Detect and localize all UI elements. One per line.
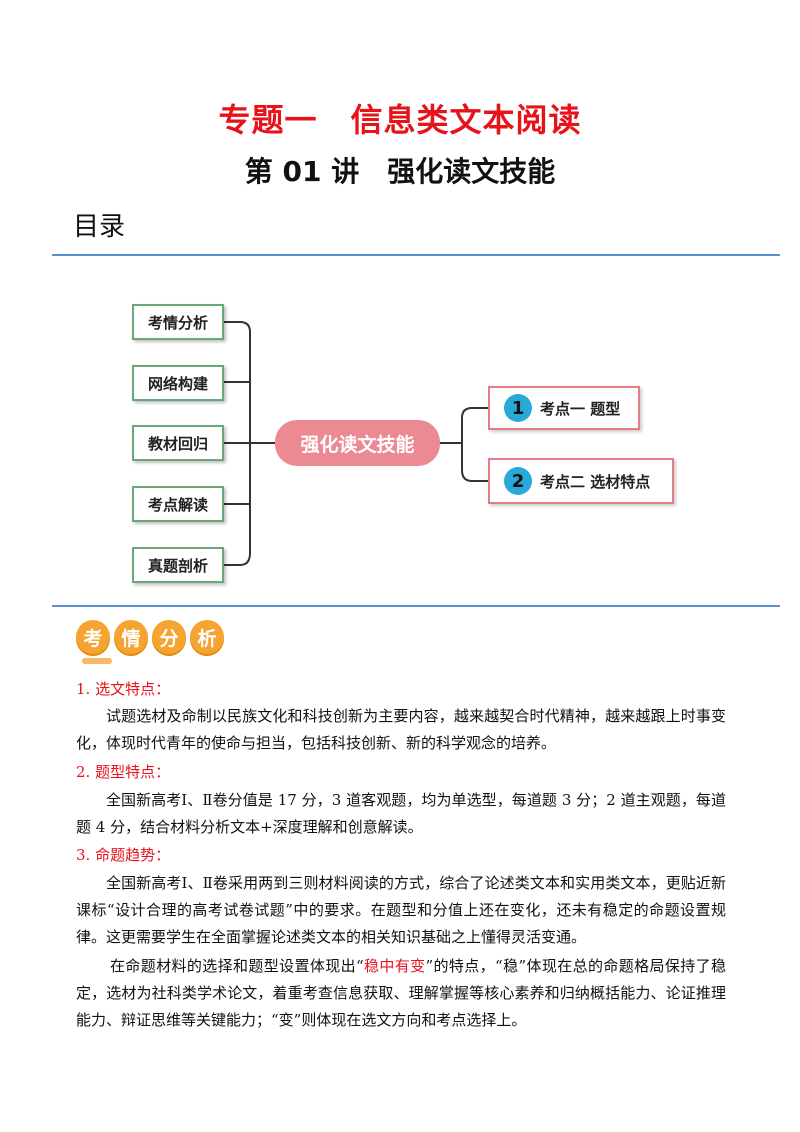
number-one-icon: 1 [504,394,532,422]
divider-bottom [52,605,780,607]
page-subtitle: 第 01 讲 强化读文技能 [244,155,556,188]
mindmap-center-node: 强化读文技能 [275,420,440,466]
paragraph-part: 在命题材料的选择和题型设置体现出“ [110,957,364,975]
mindmap-node-jiaocai: 教材回归 [132,425,224,461]
paragraph: 全国新高考Ⅰ、Ⅱ卷采用两到三则材料阅读的方式，综合了论述类文本和实用类文本，更贴… [76,874,726,946]
section-heading-1: 1. 选文特点： [76,680,171,698]
section-text-2: 全国新高考Ⅰ、Ⅱ卷分值是 17 分，3 道客观题，均为单选型，每道题 3 分；2… [76,787,726,841]
mindmap: 考情分析 网络构建 教材回归 考点解读 真题剖析 强化读文技能 1 考点一 题型… [132,304,674,583]
section-banner-kaoqing: 考 情 分 析 [76,620,228,654]
mindmap-node-zhenti: 真题剖析 [132,547,224,583]
section-text-4: 在命题材料的选择和题型设置体现出“稳中有变”的特点，“稳”体现在总的命题格局保持… [76,953,726,1034]
section-heading-3: 3. 命题趋势： [76,846,171,864]
mindmap-node-label: 考点一 题型 [540,399,621,418]
section-heading-2: 2. 题型特点： [76,763,171,781]
banner-char: 析 [190,620,224,654]
number-two-icon: 2 [504,467,532,495]
mindmap-node-wangluo: 网络构建 [132,365,224,401]
divider-top [52,254,780,256]
mindmap-node-kaodian2: 2 考点二 选材特点 [488,458,674,504]
mindmap-connectors [224,321,488,566]
banner-char: 情 [114,620,148,654]
paragraph-part: ”的特点，“稳”体现在总的命题格局保持了稳定，选材为社科类学术论文，着重考查信息… [76,957,726,1029]
banner-decoration [82,658,112,664]
section-text-1: 试题选材及命制以民族文化和科技创新为主要内容，越来越契合时代精神，越来越跟上时事… [76,703,726,757]
mindmap-node-label: 考点二 选材特点 [540,472,651,491]
banner-char: 考 [76,620,110,654]
section-text-3: 全国新高考Ⅰ、Ⅱ卷采用两到三则材料阅读的方式，综合了论述类文本和实用类文本，更贴… [76,870,726,951]
mindmap-node-kaodian1: 1 考点一 题型 [488,386,640,430]
page-title: 专题一 信息类文本阅读 [218,101,582,139]
banner-char: 分 [152,620,186,654]
highlight-text: 稳中有变 [363,957,426,975]
mindmap-node-kaoqing: 考情分析 [132,304,224,340]
paragraph: 全国新高考Ⅰ、Ⅱ卷分值是 17 分，3 道客观题，均为单选型，每道题 3 分；2… [76,791,726,836]
paragraph: 试题选材及命制以民族文化和科技创新为主要内容，越来越契合时代精神，越来越跟上时事… [76,707,726,752]
mindmap-node-kaodian: 考点解读 [132,486,224,522]
toc-label: 目录 [73,212,126,242]
